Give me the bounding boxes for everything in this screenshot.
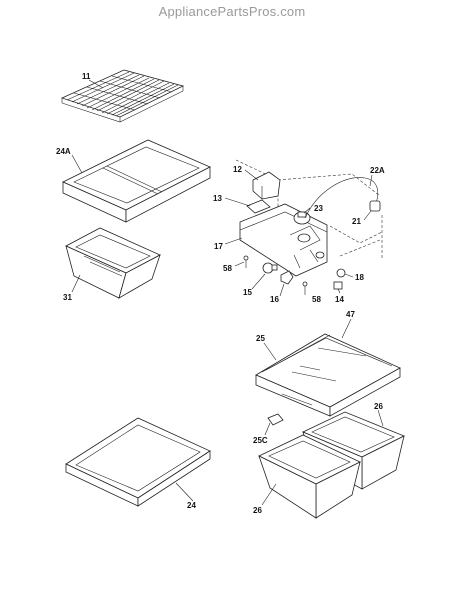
callout-26-front: 26 (253, 506, 262, 515)
callout-31: 31 (63, 293, 72, 302)
callout-47: 47 (346, 310, 355, 319)
crisper-pan (65, 227, 161, 299)
crisper-drawer-front (258, 434, 361, 519)
light-switch (333, 281, 343, 290)
callout-58-lower: 58 (312, 295, 321, 304)
callout-11: 11 (82, 72, 91, 81)
thermostat-cover (252, 171, 281, 200)
sensor-clip (369, 200, 381, 212)
control-housing (239, 203, 328, 277)
screw-upper (243, 255, 249, 268)
callout-24a: 24A (56, 147, 71, 156)
glass-shelf (255, 333, 401, 417)
callout-58-upper: 58 (223, 264, 232, 273)
callout-22a: 22A (370, 166, 385, 175)
capillary-tube (304, 177, 379, 219)
callout-26-rear: 26 (374, 402, 383, 411)
shelf-bracket-clip (267, 413, 284, 426)
callout-17: 17 (214, 242, 223, 251)
leader-lines (71, 79, 384, 506)
callout-12: 12 (233, 165, 242, 174)
callout-18: 18 (355, 273, 364, 282)
screw-lower (302, 281, 308, 295)
callout-15: 15 (243, 288, 252, 297)
bracket (246, 199, 271, 214)
callout-14: 14 (335, 295, 344, 304)
light-bulb (262, 262, 278, 274)
crisper-cover (62, 139, 211, 223)
callout-16: 16 (270, 295, 279, 304)
lower-glass-shelf (65, 417, 211, 507)
lamp-socket (280, 270, 294, 285)
callout-21: 21 (352, 217, 361, 226)
control-knob (336, 268, 346, 278)
callout-13: 13 (213, 194, 222, 203)
callout-24: 24 (187, 501, 196, 510)
site-watermark: AppliancePartsPros.com (158, 4, 306, 19)
callout-25: 25 (256, 334, 265, 343)
wire-shelf (60, 69, 185, 123)
callout-25c: 25C (253, 436, 268, 445)
callout-23: 23 (314, 204, 323, 213)
thermostat (293, 211, 311, 225)
